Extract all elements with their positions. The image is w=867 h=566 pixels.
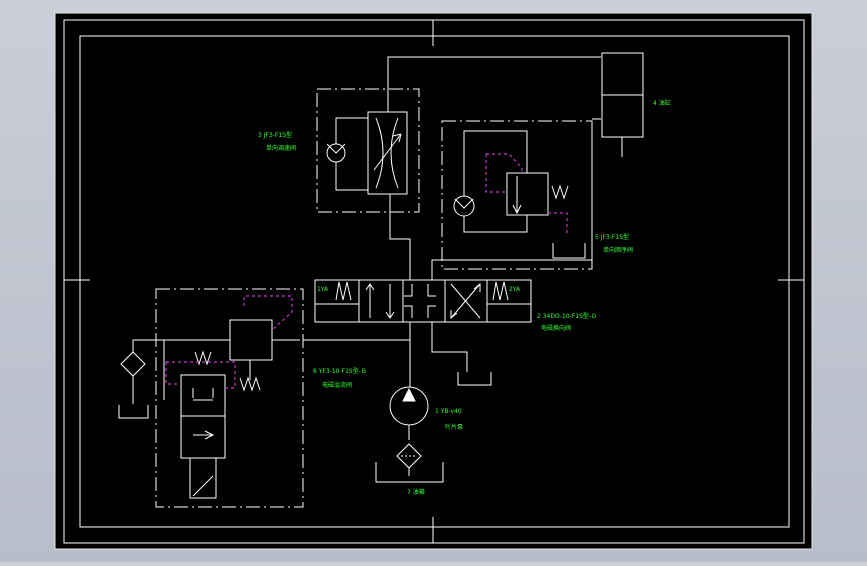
throttle-check-valve [316, 88, 420, 213]
oil-tank [375, 443, 444, 483]
hydraulic-pump[interactable] [389, 386, 429, 440]
outer-frame [63, 19, 805, 544]
sequence-valve [441, 120, 593, 270]
directional-control-valve[interactable] [314, 279, 532, 323]
sequence-valve-name: 单向顺序阀 [603, 246, 633, 254]
solenoid-2ya-label: 2YA [509, 286, 521, 293]
drawing-background [54, 12, 813, 550]
relief-valve-name: 电磁溢流阀 [322, 381, 352, 389]
sequence-valve-label: 5 JF3-F1S型 [595, 233, 629, 241]
throttle-valve-name: 单向调速阀 [266, 144, 296, 152]
hydraulic-lines [303, 56, 601, 387]
centering-marks [64, 20, 804, 543]
cylinder-label: 4 油缸 [653, 99, 671, 107]
pilot-lines [165, 153, 568, 389]
directional-valve-label: 2 34DO-10-F1S型-Ｄ [537, 312, 597, 320]
pump-name: 叶片泵 [445, 423, 463, 431]
directional-valve-name: 电磁换向阀 [541, 324, 571, 332]
solenoid-1ya-label: 1YA [317, 286, 329, 293]
throttle-valve-label: 3 JF3-F1S型 [258, 131, 292, 139]
relief-valve[interactable] [118, 288, 304, 508]
tank-label: 7 油箱 [407, 488, 425, 496]
relief-valve-label: 6 YF3-10-F1S型-Ｂ [313, 367, 367, 375]
inner-frame [79, 35, 790, 528]
pump-label: 1 YB-v40 [435, 408, 462, 415]
hydraulic-cylinder [601, 52, 644, 157]
